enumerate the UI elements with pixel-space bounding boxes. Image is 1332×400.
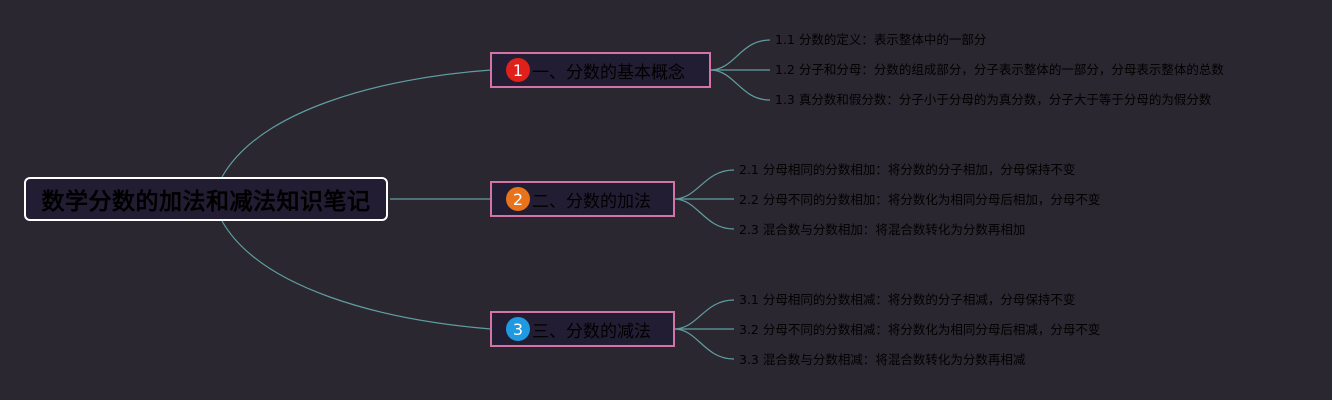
number-badge-2-icon: 2 bbox=[506, 187, 530, 211]
root-node[interactable]: 数学分数的加法和减法知识笔记 bbox=[24, 177, 388, 221]
connector-branch-2-leaf-1 bbox=[673, 169, 735, 200]
connector-branch-1-leaf-3 bbox=[709, 69, 771, 101]
leaf-node-3-3[interactable]: 3.3 混合数与分数相减：将混合数转化为分数再相减 bbox=[739, 352, 1026, 367]
root-title: 数学分数的加法和减法知识笔记 bbox=[41, 189, 371, 215]
connector-branch-3-leaf-1 bbox=[673, 299, 735, 330]
branch-node-2[interactable]: 2 二、分数的加法 bbox=[490, 181, 675, 217]
branch-label-3: 三、分数的减法 bbox=[532, 321, 651, 342]
number-badge-3-icon: 3 bbox=[506, 317, 530, 341]
number-badge-1-icon: 1 bbox=[506, 58, 530, 82]
branch-node-1[interactable]: 1 一、分数的基本概念 bbox=[490, 52, 711, 88]
leaf-node-2-1[interactable]: 2.1 分母相同的分数相加：将分数的分子相加，分母保持不变 bbox=[739, 162, 1076, 177]
leaf-node-1-3[interactable]: 1.3 真分数和假分数：分子小于分母的为真分数，分子大于等于分母的为假分数 bbox=[775, 92, 1212, 107]
connector-branch-2-leaf-3 bbox=[673, 198, 735, 230]
connector-branch-3-leaf-3 bbox=[673, 328, 735, 360]
connector-branch-1-leaf-1 bbox=[709, 39, 771, 71]
leaf-node-3-1[interactable]: 3.1 分母相同的分数相减：将分数的分子相减，分母保持不变 bbox=[739, 292, 1076, 307]
connector-root-branch-3 bbox=[221, 220, 492, 330]
leaf-node-2-2[interactable]: 2.2 分母不同的分数相加：将分数化为相同分母后相加，分母不变 bbox=[739, 192, 1101, 207]
leaf-node-1-1[interactable]: 1.1 分数的定义：表示整体中的一部分 bbox=[775, 32, 987, 47]
leaf-node-3-2[interactable]: 3.2 分母不同的分数相减：将分数化为相同分母后相减，分母不变 bbox=[739, 322, 1101, 337]
leaf-node-1-2[interactable]: 1.2 分子和分母：分数的组成部分，分子表示整体的一部分，分母表示整体的总数 bbox=[775, 62, 1224, 77]
connector-root-branch-1 bbox=[221, 69, 492, 178]
branch-label-2: 二、分数的加法 bbox=[532, 191, 651, 212]
branch-label-1: 一、分数的基本概念 bbox=[532, 62, 685, 83]
branch-node-3[interactable]: 3 三、分数的减法 bbox=[490, 311, 675, 347]
leaf-node-2-3[interactable]: 2.3 混合数与分数相加：将混合数转化为分数再相加 bbox=[739, 222, 1026, 237]
